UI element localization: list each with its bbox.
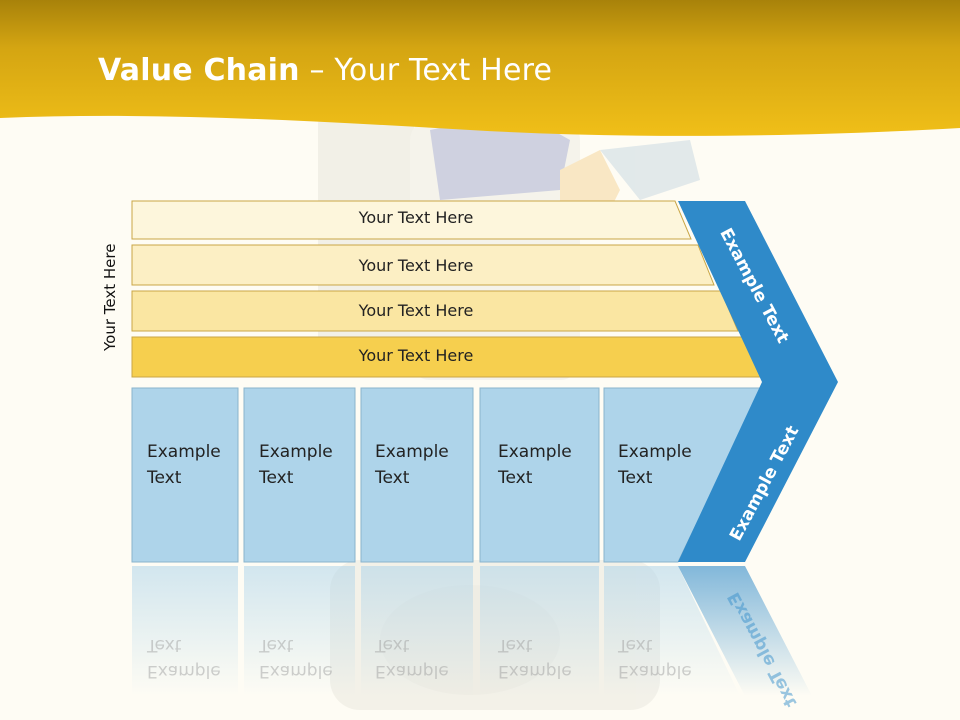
header-band	[0, 0, 960, 136]
primary-box-3-label: Example Text	[375, 442, 449, 488]
primary-box-5-reflection: Example Text	[618, 635, 692, 681]
slide-title: Value Chain – Your Text Here	[98, 53, 552, 88]
primary-box-4-reflection: Example Text	[498, 635, 572, 681]
primary-box-1-reflection: Example Text	[147, 635, 221, 681]
support-bar-1-label: Your Text Here	[358, 208, 474, 227]
primary-box-2	[243, 387, 356, 563]
primary-box-1	[131, 387, 239, 563]
primary-box-2-label: Example Text	[259, 442, 333, 488]
primary-box-4-label: Example Text	[498, 442, 572, 488]
primary-box-3	[360, 387, 474, 563]
support-bar-3-label: Your Text Here	[358, 301, 474, 320]
primary-box-5-label: Example Text	[618, 442, 692, 488]
side-label: Your Text Here	[101, 243, 119, 351]
support-bar-3	[131, 290, 739, 332]
primary-box-1-label: Example Text	[147, 442, 221, 488]
title-rest: – Your Text Here	[299, 53, 553, 88]
primary-box-4	[479, 387, 600, 563]
support-bar-2-label: Your Text Here	[358, 256, 474, 275]
primary-box-3-reflection: Example Text	[375, 635, 449, 681]
title-bold: Value Chain	[98, 53, 300, 88]
reflection	[132, 566, 812, 696]
support-bar-2	[131, 244, 715, 286]
margin-chevron	[678, 201, 838, 562]
support-bar-4-label: Your Text Here	[358, 346, 474, 365]
primary-box-2-reflection: Example Text	[259, 635, 333, 681]
support-bar-1	[131, 200, 692, 240]
